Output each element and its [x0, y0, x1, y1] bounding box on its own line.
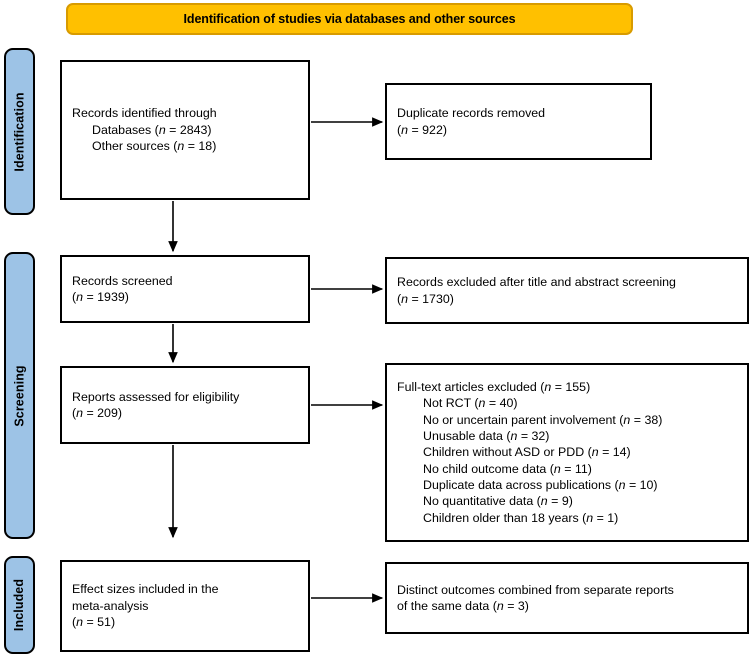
box-distinct-outcomes-text: Distinct outcomes combined from separate… [387, 582, 684, 615]
stage-bar-identification: Identification [4, 48, 35, 215]
exclusion-reason: Not RCT (n = 40) [423, 396, 518, 411]
diagram-banner: Identification of studies via databases … [66, 3, 633, 35]
records-identified-line1: Records identified through [72, 106, 217, 121]
stage-label-screening: Screening [12, 364, 27, 427]
box-records-screened: Records screened (n = 1939) [60, 255, 310, 323]
exclusion-reason: Unusable data (n = 32) [423, 428, 550, 443]
box-fulltext-articles-excluded: Full-text articles excluded (n = 155) No… [385, 363, 749, 542]
records-screened-count: (n = 1939) [72, 290, 129, 304]
box-records-excluded: Records excluded after title and abstrac… [385, 257, 749, 324]
stage-label-identification: Identification [12, 91, 27, 172]
effect-sizes-line1: Effect sizes included in the [72, 582, 219, 597]
distinct-outcomes-line1: Distinct outcomes combined from separate… [397, 582, 674, 597]
box-reports-assessed-for-eligibility: Reports assessed for eligibility (n = 20… [60, 366, 310, 444]
box-duplicate-records-removed: Duplicate records removed (n = 922) [385, 83, 652, 160]
duplicates-line1: Duplicate records removed [397, 106, 546, 121]
banner-title: Identification of studies via databases … [183, 12, 516, 26]
box-records-identified-text: Records identified through Databases (n … [62, 105, 227, 154]
duplicates-count: (n = 922) [397, 122, 447, 137]
exclusion-reason: Children older than 18 years (n = 1) [423, 510, 619, 525]
reports-assessed-count: (n = 209) [72, 406, 122, 420]
box-duplicates-text: Duplicate records removed (n = 922) [387, 105, 555, 138]
records-screened-line1: Records screened [72, 273, 173, 288]
box-reports-assessed-text: Reports assessed for eligibility (n = 20… [62, 389, 249, 422]
box-effect-sizes-included: Effect sizes included in the meta-analys… [60, 560, 310, 652]
box-distinct-outcomes-combined: Distinct outcomes combined from separate… [385, 562, 749, 634]
box-fulltext-excluded-text: Full-text articles excluded (n = 155) No… [387, 379, 672, 526]
records-identified-databases: Databases (n = 2843) [92, 122, 212, 137]
exclusion-reason: No or uncertain parent involvement (n = … [423, 412, 663, 427]
box-records-identified: Records identified through Databases (n … [60, 60, 310, 200]
distinct-outcomes-count: of the same data (n = 3) [397, 599, 529, 613]
records-excluded-line1: Records excluded after title and abstrac… [397, 275, 676, 290]
stage-bar-included: Included [4, 556, 35, 654]
exclusion-reason: Children without ASD or PDD (n = 14) [423, 445, 631, 460]
fulltext-excluded-heading: Full-text articles excluded (n = 155) [397, 379, 591, 394]
stage-bar-screening: Screening [4, 252, 35, 539]
box-records-screened-text: Records screened (n = 1939) [62, 273, 183, 306]
records-identified-other-sources: Other sources (n = 18) [92, 139, 217, 154]
stage-label-included: Included [12, 578, 27, 632]
effect-sizes-line2: meta-analysis [72, 598, 149, 613]
box-effect-sizes-text: Effect sizes included in the meta-analys… [62, 581, 228, 630]
exclusion-reason: No quantitative data (n = 9) [423, 494, 573, 509]
records-excluded-count: (n = 1730) [397, 291, 454, 306]
exclusion-reason: Duplicate data across publications (n = … [423, 478, 658, 493]
reports-assessed-line1: Reports assessed for eligibility [72, 389, 240, 404]
box-records-excluded-text: Records excluded after title and abstrac… [387, 274, 686, 307]
effect-sizes-count: (n = 51) [72, 615, 116, 630]
exclusion-reason: No child outcome data (n = 11) [423, 461, 592, 476]
